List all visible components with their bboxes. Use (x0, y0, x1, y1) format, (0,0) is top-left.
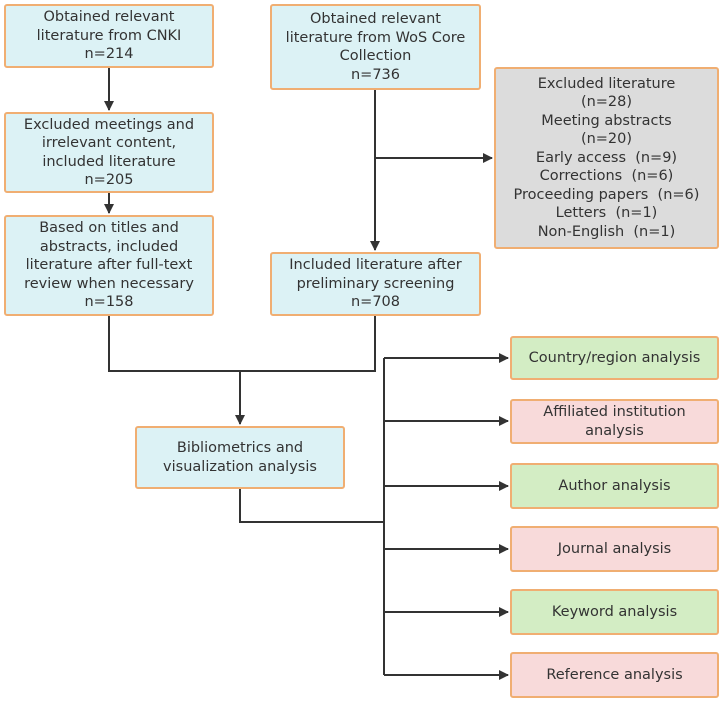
box-line: Reference analysis (546, 666, 683, 683)
box-line: Included literature after (289, 257, 462, 274)
box-line: irrelevant content, (41, 135, 177, 151)
excluded-literature-box: Excluded literature (n=28) Meeting abstr… (494, 67, 719, 249)
box-line: Meeting abstracts (541, 112, 672, 129)
connector-merge (108, 316, 376, 372)
box-line: (n=20) (580, 131, 633, 148)
wos-included-box: Included literature after preliminary sc… (270, 252, 481, 316)
box-line: analysis (585, 422, 644, 439)
cnki-excluded-box: Excluded meetings and irrelevant content… (4, 112, 214, 193)
box-line: preliminary screening (296, 275, 455, 292)
bibliometrics-box: Bibliometrics and visualization analysis (135, 426, 345, 489)
analysis-affiliated-institution-box: Affiliated institution analysis (510, 399, 719, 444)
box-line: literature after full-text (25, 257, 193, 274)
analysis-reference-box: Reference analysis (510, 652, 719, 698)
connector-bibliometrics-to-branch (239, 489, 384, 523)
cnki-fulltext-box: Based on titles and abstracts, included … (4, 215, 214, 316)
cnki-source-box: Obtained relevant literature from CNKI n… (4, 4, 214, 68)
box-line: visualization analysis (163, 458, 317, 475)
box-line: n=736 (350, 66, 400, 83)
box-line: Collection (339, 48, 412, 64)
wos-source-box: Obtained relevant literature from WoS Co… (270, 4, 481, 90)
box-line: abstracts, included (39, 238, 179, 255)
analysis-author-box: Author analysis (510, 463, 719, 509)
box-line: n=214 (84, 46, 134, 63)
box-line: Excluded literature (537, 75, 676, 92)
box-line: Corrections (n=6) (539, 168, 674, 185)
box-line: n=158 (84, 294, 134, 311)
box-line: Proceeding papers (n=6) (513, 186, 700, 203)
box-line: Bibliometrics and (176, 440, 304, 456)
box-line: review when necessary (24, 275, 194, 292)
analysis-journal-box: Journal analysis (510, 526, 719, 572)
box-line: n=708 (350, 294, 400, 311)
box-line: Obtained relevant (310, 11, 441, 27)
box-line: n=205 (84, 172, 134, 188)
box-line: Author analysis (558, 477, 671, 494)
box-line: Excluded meetings and (23, 116, 195, 133)
analysis-keyword-box: Keyword analysis (510, 589, 719, 635)
box-line: Obtained relevant (43, 9, 175, 26)
box-line: Country/region analysis (528, 349, 701, 366)
box-line: Based on titles and (39, 220, 179, 237)
box-line: Affiliated institution (543, 404, 686, 420)
box-line: Journal analysis (557, 540, 672, 557)
box-line: literature from CNKI (36, 27, 182, 44)
box-line: Non-English (n=1) (537, 223, 676, 240)
box-line: literature from WoS Core (285, 29, 466, 46)
box-line: Letters (n=1) (555, 205, 658, 222)
box-line: (n=28) (580, 94, 633, 111)
box-line: Early access (n=9) (535, 149, 678, 166)
box-line: included literature (42, 153, 176, 170)
box-line: Keyword analysis (551, 603, 678, 620)
analysis-country-region-box: Country/region analysis (510, 336, 719, 380)
